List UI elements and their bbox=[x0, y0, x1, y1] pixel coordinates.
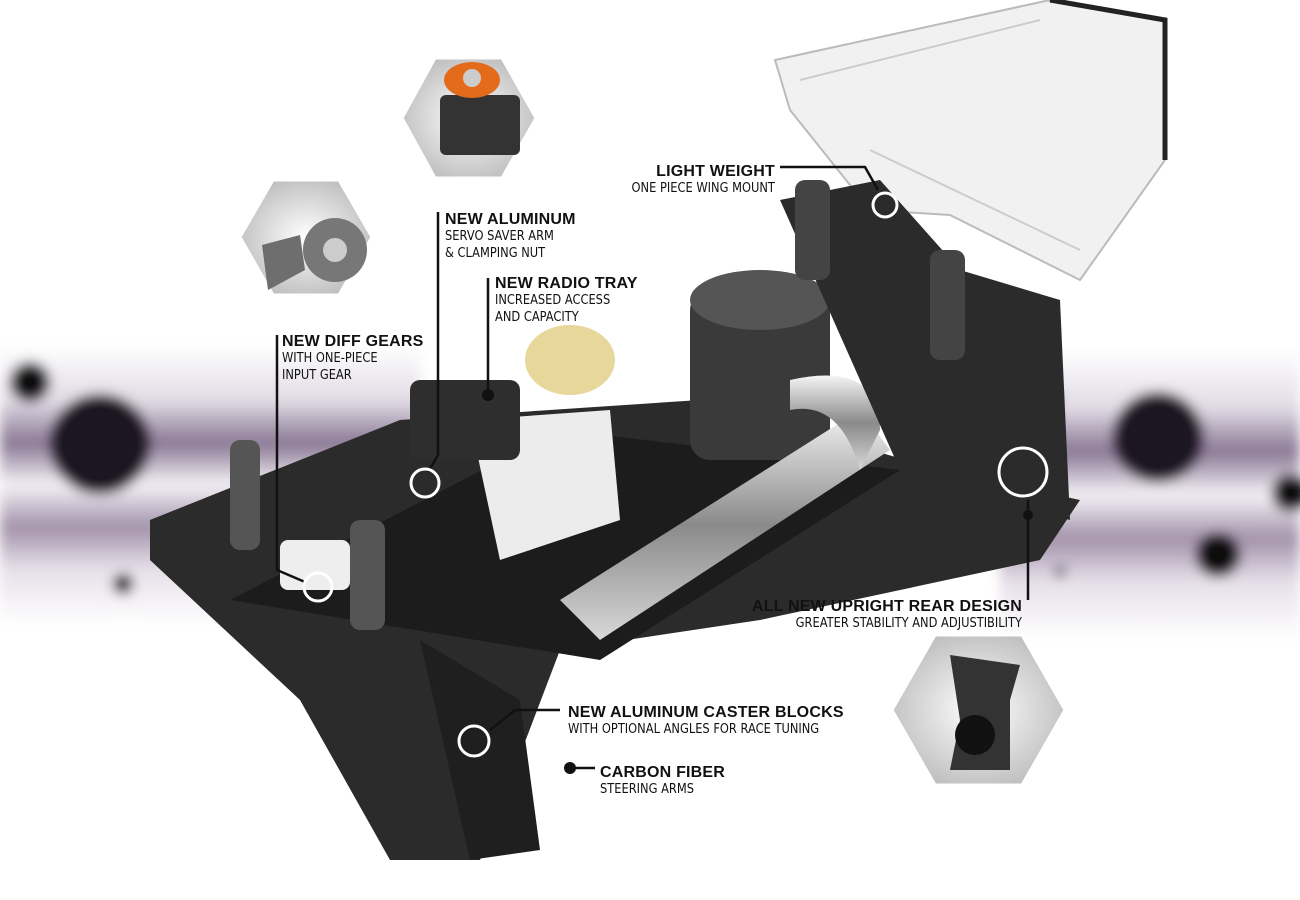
callout-title: NEW ALUMINUM bbox=[445, 211, 576, 228]
callout-title: CARBON FIBER bbox=[600, 764, 726, 781]
upright-rear-inset bbox=[890, 633, 1067, 787]
radio-tray-marker-dot bbox=[482, 389, 494, 401]
callout-leader-lines bbox=[275, 165, 1030, 770]
callout-line: AND CAPACITY bbox=[495, 310, 579, 325]
callout-diff-gears: NEW DIFF GEARS WITH ONE-PIECE INPUT GEAR bbox=[282, 333, 423, 384]
callout-steering-arms: CARBON FIBER STEERING ARMS bbox=[600, 764, 725, 798]
callout-line: STEERING ARMS bbox=[600, 782, 694, 797]
callout-radio-tray: NEW RADIO TRAY INCREASED ACCESS AND CAPA… bbox=[495, 275, 638, 326]
callout-circle-markers bbox=[302, 191, 1049, 791]
callout-title: ALL NEW UPRIGHT REAR DESIGN bbox=[751, 598, 1022, 615]
callout-line: & CLAMPING NUT bbox=[445, 246, 546, 261]
callout-line: INCREASED ACCESS bbox=[495, 293, 611, 308]
callout-line: WITH OPTIONAL ANGLES FOR RACE TUNING bbox=[568, 722, 820, 737]
callout-aluminum-servo-saver: NEW ALUMINUM SERVO SAVER ARM & CLAMPING … bbox=[445, 211, 576, 262]
callout-line: WITH ONE-PIECE bbox=[282, 351, 378, 366]
servo-saver-inset bbox=[400, 56, 538, 180]
callout-line: ONE PIECE WING MOUNT bbox=[631, 181, 775, 196]
callout-title: LIGHT WEIGHT bbox=[656, 163, 775, 180]
callout-wing-mount: LIGHT WEIGHT ONE PIECE WING MOUNT bbox=[612, 163, 775, 197]
callout-caster-blocks: NEW ALUMINUM CASTER BLOCKS WITH OPTIONAL… bbox=[568, 704, 853, 738]
callout-line: GREATER STABILITY AND ADJUSTIBILITY bbox=[795, 616, 1022, 631]
callout-title: NEW ALUMINUM CASTER BLOCKS bbox=[568, 704, 844, 721]
callout-title: NEW RADIO TRAY bbox=[495, 275, 638, 292]
callout-upright-rear: ALL NEW UPRIGHT REAR DESIGN GREATER STAB… bbox=[752, 598, 1022, 632]
steering-arm-marker-dot bbox=[564, 762, 576, 774]
callout-line: INPUT GEAR bbox=[282, 368, 352, 383]
diff-gears-inset bbox=[238, 178, 374, 297]
callout-line: SERVO SAVER ARM bbox=[445, 229, 554, 244]
upright-marker-dot bbox=[1023, 510, 1033, 520]
callout-title: NEW DIFF GEARS bbox=[282, 333, 424, 350]
